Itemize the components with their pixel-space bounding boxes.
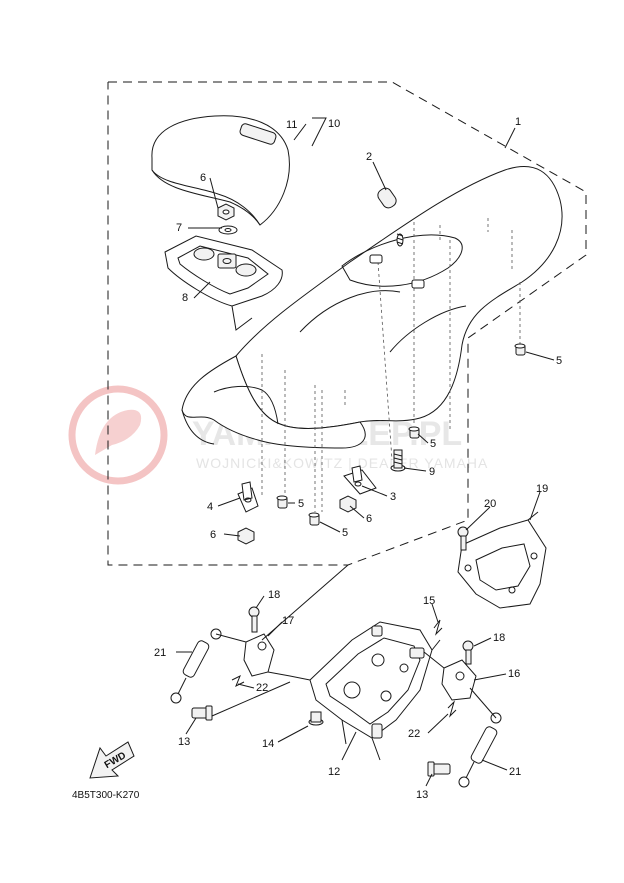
backrest-bracket [164,203,283,331]
watermark-subtitle: WOJNICKI&KOWITZ | DEALER YAMAHA [196,455,488,471]
callout-17: 17 [282,615,294,627]
callout-13: 13 [416,789,428,801]
callout-1: 1 [515,116,521,128]
connection-lines [211,564,497,719]
backrest [151,115,290,226]
callout-12: 12 [328,766,340,778]
callout-13: 13 [178,736,190,748]
callout-22: 22 [408,728,420,740]
callout-6: 6 [366,513,372,525]
callout-6: 6 [210,529,216,541]
callout-7: 7 [176,222,182,234]
callout-5: 5 [430,438,436,450]
callout-22: 22 [256,682,268,694]
forward-arrow: FWD [89,741,135,779]
callout-5: 5 [342,527,348,539]
callout-15: 15 [423,595,435,607]
callout-14: 14 [262,738,274,750]
rear-bracket [457,511,547,609]
seat [181,166,563,512]
callout-10: 10 [328,118,340,130]
watermark-logo-mark [95,409,142,455]
callout-21: 21 [154,647,166,659]
gas-struts [170,628,502,788]
callout-18: 18 [268,589,280,601]
callout-18: 18 [493,632,505,644]
callout-8: 8 [182,292,188,304]
callout-5: 5 [556,355,562,367]
callout-16: 16 [508,668,520,680]
hinges [231,606,477,718]
callout-19: 19 [536,483,548,495]
hinge-frame [309,621,433,761]
callout-3: 3 [390,491,396,503]
callouts: 1 2 3 4 5 5 5 5 6 6 6 7 8 9 10 11 12 13 … [154,116,562,801]
callout-2: 2 [366,151,372,163]
seat-stud [369,187,425,289]
reference-code: 4B5T300-K270 [72,790,140,801]
seat-hardware [237,343,526,545]
callout-9: 9 [429,466,435,478]
callout-4: 4 [207,501,213,513]
callout-11: 11 [286,119,297,131]
callout-5: 5 [298,498,304,510]
leader-lines [176,117,555,787]
callout-20: 20 [484,498,496,510]
watermark-logo [68,385,168,485]
callout-21: 21 [509,766,521,778]
callout-6: 6 [200,172,206,184]
